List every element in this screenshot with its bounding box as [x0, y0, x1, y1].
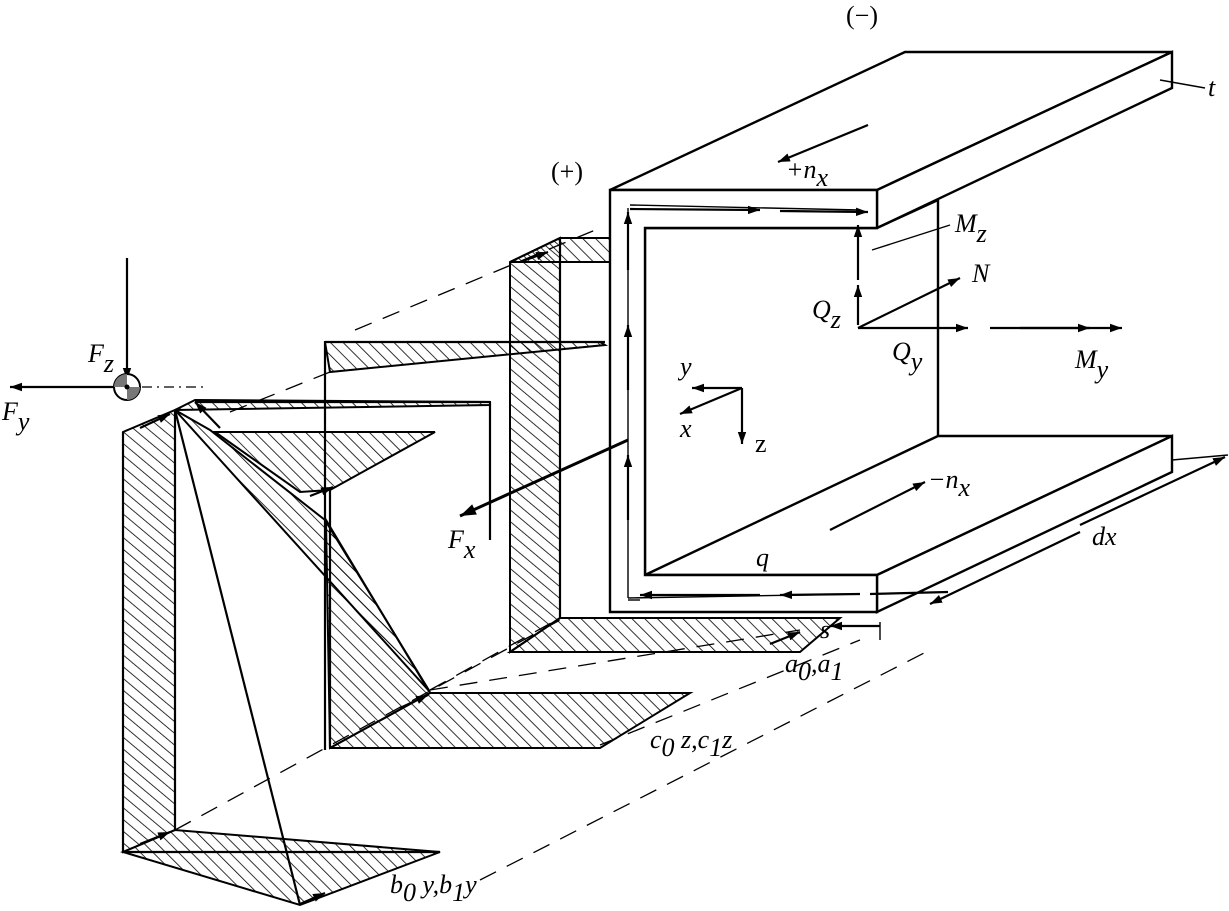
sign-negative-label: (−) [846, 1, 878, 30]
a-coefficients-label: a0,a1 [785, 649, 844, 686]
nx-negative-label: −nx [928, 465, 971, 502]
axis-triad [679, 383, 747, 444]
Fx-label: Fx [447, 525, 476, 564]
c-coefficients-label: c0 z,c1z [650, 725, 732, 762]
channel-section [608, 50, 1206, 614]
s-label: s [820, 615, 830, 644]
My-label: My [1074, 345, 1109, 384]
axis-z-label: z [755, 429, 767, 458]
dx-dimension [830, 454, 1229, 640]
q-label: q [756, 543, 769, 572]
sign-positive-label: (+) [551, 157, 583, 186]
nx-positive-label: +nx [786, 155, 829, 192]
Qz-label: Qz [812, 295, 841, 334]
axis-x-label: x [679, 414, 692, 443]
b-coefficients-label: b0 y,b1y [390, 870, 477, 907]
Fy-label: Fy [1, 397, 30, 436]
axis-y-label: y [677, 352, 692, 381]
Qy-label: Qy [892, 337, 923, 376]
stress-diagram-b [120, 398, 492, 907]
dx-label: dx [1092, 522, 1117, 551]
N-label: N [971, 259, 991, 288]
Fz-label: Fz [87, 339, 114, 378]
stress-arrows [139, 250, 801, 906]
Mz-label: Mz [954, 209, 987, 248]
external-forces [10, 258, 629, 518]
thickness-label: t [1208, 73, 1216, 102]
